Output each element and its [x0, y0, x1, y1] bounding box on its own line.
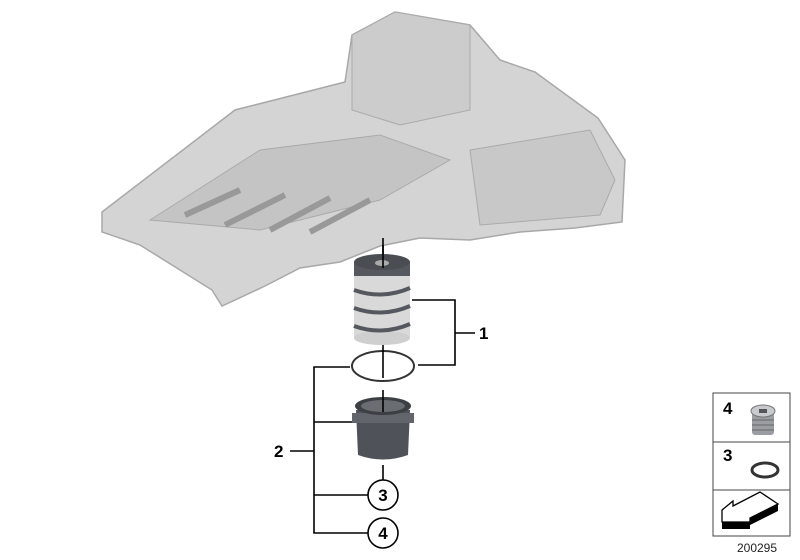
- filter-cap: [352, 397, 414, 460]
- callout-3: 3: [378, 486, 387, 505]
- oil-pan: [101, 11, 626, 307]
- legend-label-4: 4: [723, 399, 733, 418]
- filter-element: [353, 254, 411, 345]
- callout-circle-4: [367, 517, 399, 549]
- callout-1: 1: [479, 324, 488, 343]
- callout-2: 2: [274, 442, 283, 461]
- callout-4: 4: [378, 524, 388, 543]
- callout-bracket-1: [412, 299, 475, 366]
- screw-plug-icon: [750, 404, 776, 435]
- diagram-number: 200295: [737, 541, 777, 555]
- legend-label-3: 3: [723, 446, 732, 465]
- arrow-icon: [721, 491, 780, 529]
- callout-circle-3: [367, 479, 399, 511]
- callout-bracket-2: [290, 366, 368, 534]
- parts-legend: 4 3: [712, 392, 791, 537]
- sealing-ring-icon: [750, 461, 780, 479]
